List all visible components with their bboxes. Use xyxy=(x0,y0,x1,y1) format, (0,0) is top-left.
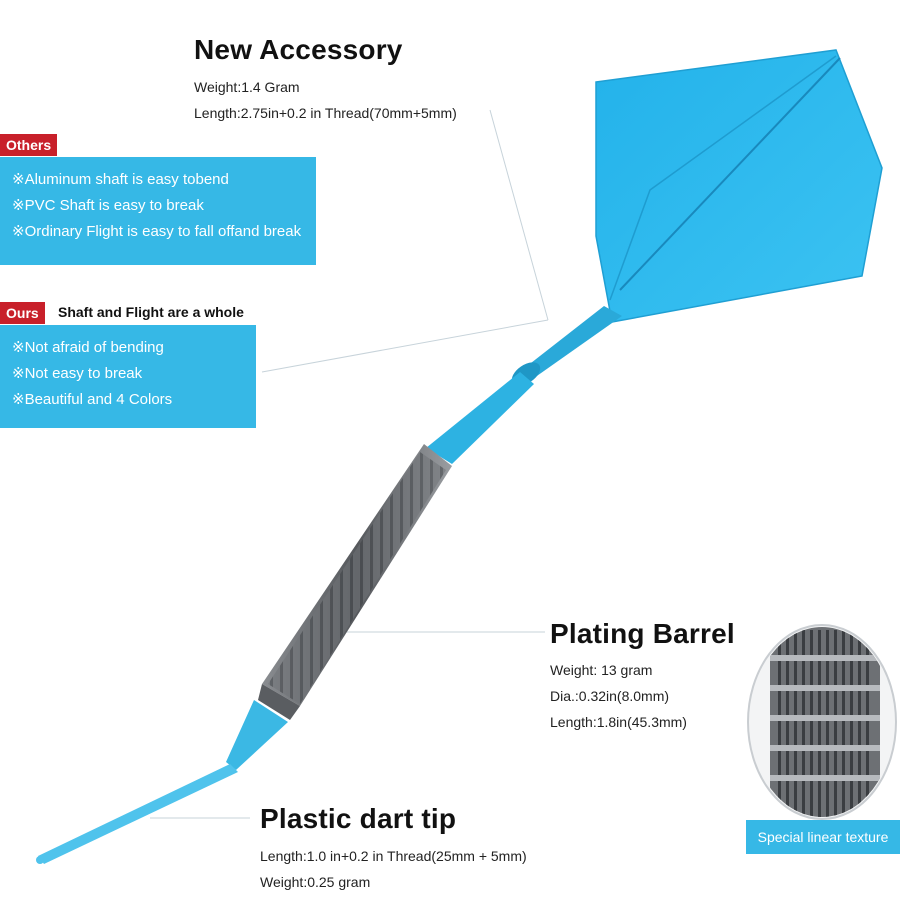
accessory-length: Length:2.75in+0.2 in Thread(70mm+5mm) xyxy=(194,105,457,121)
texture-caption: Special linear texture xyxy=(746,820,900,854)
accessory-weight: Weight:1.4 Gram xyxy=(194,79,300,95)
texture-lens xyxy=(747,624,897,820)
ours-point: ※Not afraid of bending xyxy=(12,339,164,356)
tip-title: Plastic dart tip xyxy=(260,803,457,834)
tip-specs: Length:1.0 in+0.2 in Thread(25mm + 5mm) … xyxy=(260,843,527,895)
barrel-diameter: Dia.:0.32in(8.0mm) xyxy=(550,688,670,704)
ours-caption: Shaft and Flight are a whole xyxy=(58,304,244,320)
barrel xyxy=(258,444,452,720)
others-point: ※Ordinary Flight is easy to fall offand … xyxy=(12,223,302,240)
ours-point: ※Beautiful and 4 Colors xyxy=(12,391,173,408)
others-box: ※Aluminum shaft is easy tobend ※PVC Shaf… xyxy=(0,157,316,265)
ours-tag: Ours xyxy=(0,302,45,324)
accessory-title: New Accessory xyxy=(194,34,403,65)
accessory-specs: Weight:1.4 Gram Length:2.75in+0.2 in Thr… xyxy=(194,74,457,126)
barrel-length: Length:1.8in(45.3mm) xyxy=(550,714,687,730)
others-tag: Others xyxy=(0,134,58,156)
barrel-specs: Weight: 13 gram Dia.:0.32in(8.0mm) Lengt… xyxy=(550,657,687,735)
ours-box: ※Not afraid of bending ※Not easy to brea… xyxy=(0,325,256,428)
flight xyxy=(595,49,883,323)
shaft xyxy=(426,306,622,464)
accessory-leader-line xyxy=(489,109,549,321)
tip-weight: Weight:0.25 gram xyxy=(260,874,371,890)
ours-leader-line xyxy=(261,319,549,373)
ours-point: ※Not easy to break xyxy=(12,365,143,382)
others-point: ※PVC Shaft is easy to break xyxy=(12,197,204,214)
others-point: ※Aluminum shaft is easy tobend xyxy=(12,171,229,188)
barrel-weight: Weight: 13 gram xyxy=(550,662,653,678)
barrel-title: Plating Barrel xyxy=(550,618,735,649)
dart-tip xyxy=(36,700,288,864)
tip-length: Length:1.0 in+0.2 in Thread(25mm + 5mm) xyxy=(260,848,527,864)
